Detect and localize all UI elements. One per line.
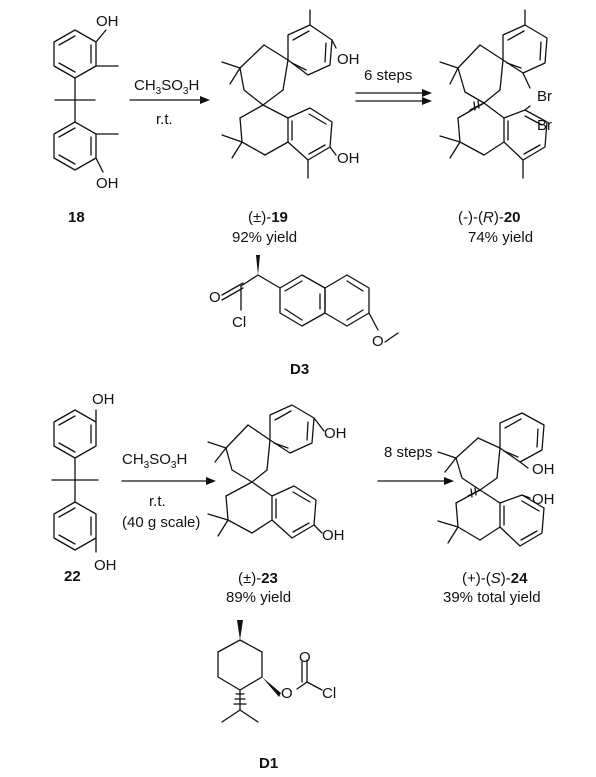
reaction1-arrowhead [200, 96, 210, 104]
steps2-arrowhead [444, 477, 454, 485]
compound-19-label: (±)-19 [248, 209, 288, 226]
compound-24-structure [437, 412, 545, 547]
compound-20-yield: 74% yield [468, 229, 533, 246]
c19-oh-1: OH [337, 51, 360, 68]
compound-24-label: (+)-(S)-24 [462, 570, 528, 587]
steps1-arrowhead-1 [422, 89, 432, 97]
reaction2-arrowhead [206, 477, 216, 485]
reaction1-steps: 6 steps [364, 67, 412, 84]
reaction2-reagent: CH3SO3H [122, 451, 187, 471]
c22-oh-top: OH [92, 391, 115, 408]
c20-br-1: Br [537, 88, 552, 105]
compound-D1-label: D1 [259, 755, 278, 772]
c18-oh-top: OH [96, 13, 119, 30]
compound-23-label: (±)-23 [238, 570, 278, 587]
compound-19-yield: 92% yield [232, 229, 297, 246]
reaction2-steps: 8 steps [384, 444, 432, 461]
c20-br-2: Br [537, 117, 552, 134]
compound-D3-structure [221, 255, 399, 343]
c24-oh-1: OH [532, 461, 555, 478]
c19-oh-2: OH [337, 150, 360, 167]
d3-o-ether: O [372, 333, 384, 350]
c23-oh-1: OH [324, 425, 347, 442]
c22-oh-bottom: OH [94, 557, 117, 574]
d3-cl: Cl [232, 314, 246, 331]
reaction2-condition: r.t. [149, 493, 166, 510]
reaction1-condition: r.t. [156, 111, 173, 128]
d3-o-carbonyl: O [209, 289, 221, 306]
compound-D1-structure [217, 620, 323, 723]
reaction1-reagent: CH3SO3H [134, 77, 199, 97]
compound-D3-label: D3 [290, 361, 309, 378]
d1-o-ester: O [281, 685, 293, 702]
c18-oh-bottom: OH [96, 175, 119, 192]
compound-20-label: (-)-(R)-20 [458, 209, 521, 226]
c23-oh-2: OH [322, 527, 345, 544]
reaction2-scale: (40 g scale) [122, 514, 200, 531]
compound-22-label: 22 [64, 568, 81, 585]
steps1-arrowhead-2 [422, 97, 432, 105]
compound-23-yield: 89% yield [226, 589, 291, 606]
compound-24-yield: 39% total yield [443, 589, 541, 606]
c24-oh-2: OH [532, 491, 555, 508]
compound-22-structure [51, 409, 99, 553]
d1-o-carbonyl: O [299, 649, 311, 666]
compound-20-structure [439, 9, 548, 179]
compound-18-structure [53, 29, 119, 173]
compound-23-structure [207, 404, 325, 539]
compound-19-structure [221, 9, 337, 179]
d1-cl: Cl [322, 685, 336, 702]
compound-18-label: 18 [68, 209, 85, 226]
